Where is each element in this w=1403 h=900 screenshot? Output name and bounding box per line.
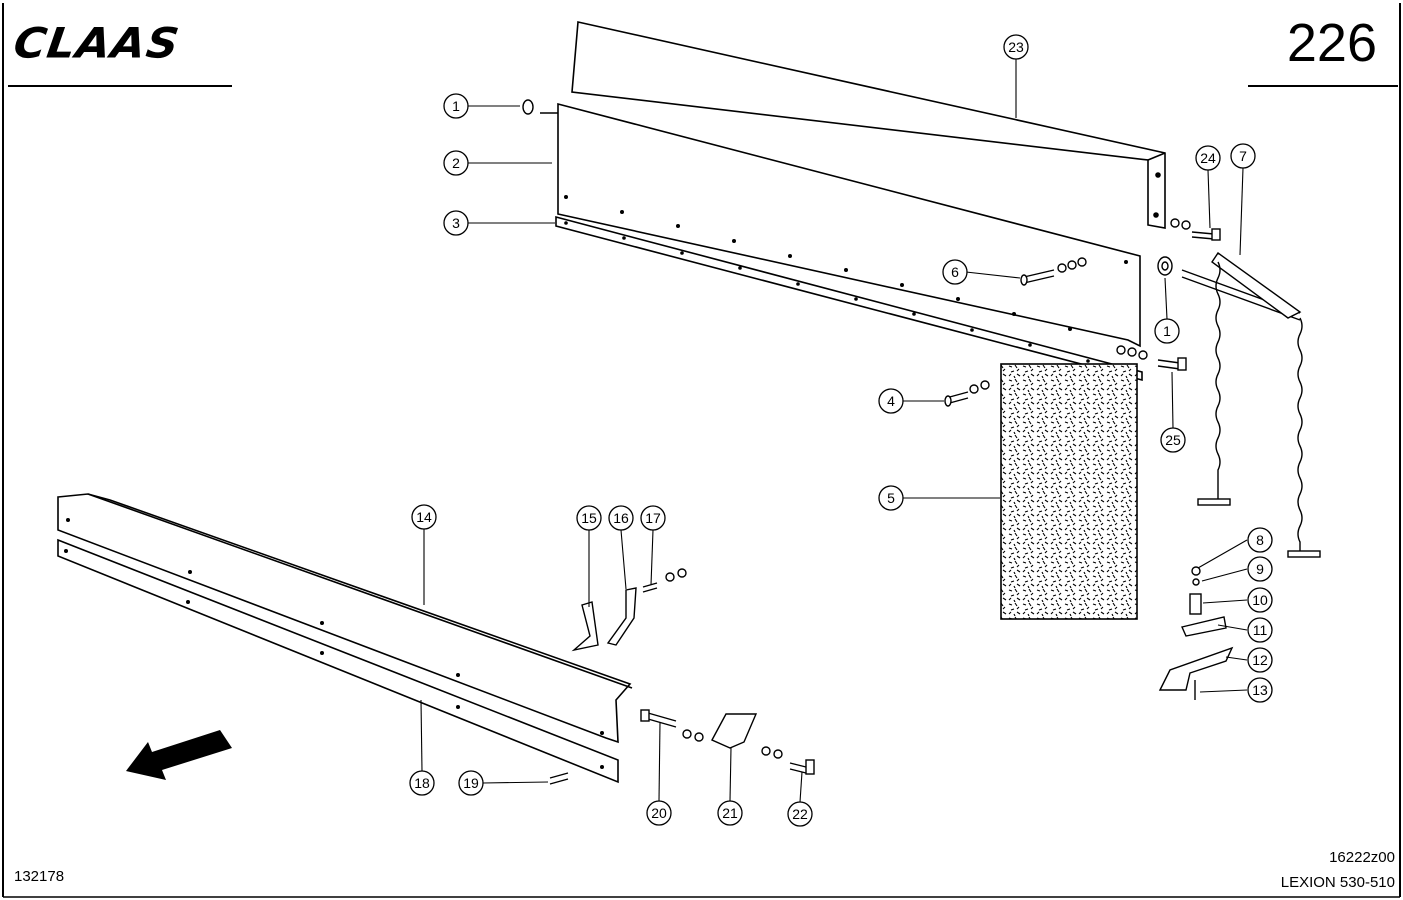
svg-text:20: 20 — [651, 805, 667, 821]
frame-lines — [2, 3, 1401, 898]
svg-text:18: 18 — [414, 775, 430, 791]
callout-21: 21 — [717, 800, 743, 826]
callout-3: 3 — [443, 210, 469, 236]
svg-text:25: 25 — [1165, 432, 1181, 448]
svg-text:7: 7 — [1239, 148, 1247, 164]
rubber-flap-5 — [1000, 363, 1138, 620]
callout-1a: 1 — [443, 93, 469, 119]
svg-text:9: 9 — [1256, 561, 1264, 577]
svg-text:15: 15 — [581, 510, 597, 526]
callout-6: 6 — [942, 259, 968, 285]
svg-text:4: 4 — [887, 393, 895, 409]
callout-18: 18 — [409, 770, 435, 796]
svg-text:2: 2 — [452, 155, 460, 171]
svg-text:14: 14 — [416, 509, 432, 525]
callout-20: 20 — [646, 800, 672, 826]
callout-2: 2 — [443, 150, 469, 176]
callout-9: 9 — [1247, 556, 1273, 582]
rail-14-18 — [57, 493, 633, 784]
svg-text:8: 8 — [1256, 532, 1264, 548]
svg-text:23: 23 — [1008, 39, 1024, 55]
svg-text:5: 5 — [887, 490, 895, 506]
svg-text:10: 10 — [1252, 592, 1268, 608]
svg-text:21: 21 — [722, 805, 738, 821]
callout-14: 14 — [411, 504, 437, 530]
svg-text:22: 22 — [792, 806, 808, 822]
svg-text:13: 13 — [1252, 682, 1268, 698]
hardware — [522, 99, 1321, 785]
svg-text:3: 3 — [452, 215, 460, 231]
svg-text:16: 16 — [613, 510, 629, 526]
callout-1b: 1 — [1154, 318, 1180, 344]
svg-text:17: 17 — [645, 510, 661, 526]
callout-12: 12 — [1247, 647, 1273, 673]
svg-text:1: 1 — [452, 98, 460, 114]
callout-13: 13 — [1247, 677, 1273, 703]
callout-23: 23 — [1003, 34, 1029, 60]
callout-22: 22 — [787, 801, 813, 827]
reference-code: 16222z00 — [1329, 849, 1395, 866]
leader-lines — [420, 59, 1248, 803]
callout-17: 17 — [640, 505, 666, 531]
svg-text:24: 24 — [1200, 150, 1216, 166]
svg-text:11: 11 — [1253, 622, 1268, 638]
direction-arrow-icon — [126, 730, 232, 780]
callout-11: 11 — [1247, 617, 1273, 643]
svg-text:6: 6 — [951, 264, 959, 280]
callout-5: 5 — [878, 485, 904, 511]
document-id: 132178 — [14, 868, 65, 885]
cover-plate-23 — [571, 21, 1166, 229]
callout-15: 15 — [576, 505, 602, 531]
panel-2 — [540, 102, 1141, 348]
page-number: 226 — [1286, 13, 1377, 73]
svg-text:12: 12 — [1252, 652, 1268, 668]
svg-text:1: 1 — [1163, 323, 1171, 339]
callout-8: 8 — [1247, 527, 1273, 553]
callout-10: 10 — [1247, 587, 1273, 613]
strip-3 — [555, 215, 1143, 382]
callout-24: 24 — [1195, 145, 1221, 171]
callout-25: 25 — [1160, 427, 1186, 453]
callout-19: 19 — [458, 770, 484, 796]
callout-7: 7 — [1230, 143, 1256, 169]
svg-text:19: 19 — [463, 775, 479, 791]
callout-16: 16 — [608, 505, 634, 531]
callout-4: 4 — [878, 388, 904, 414]
model-name: LEXION 530-510 — [1280, 874, 1395, 891]
